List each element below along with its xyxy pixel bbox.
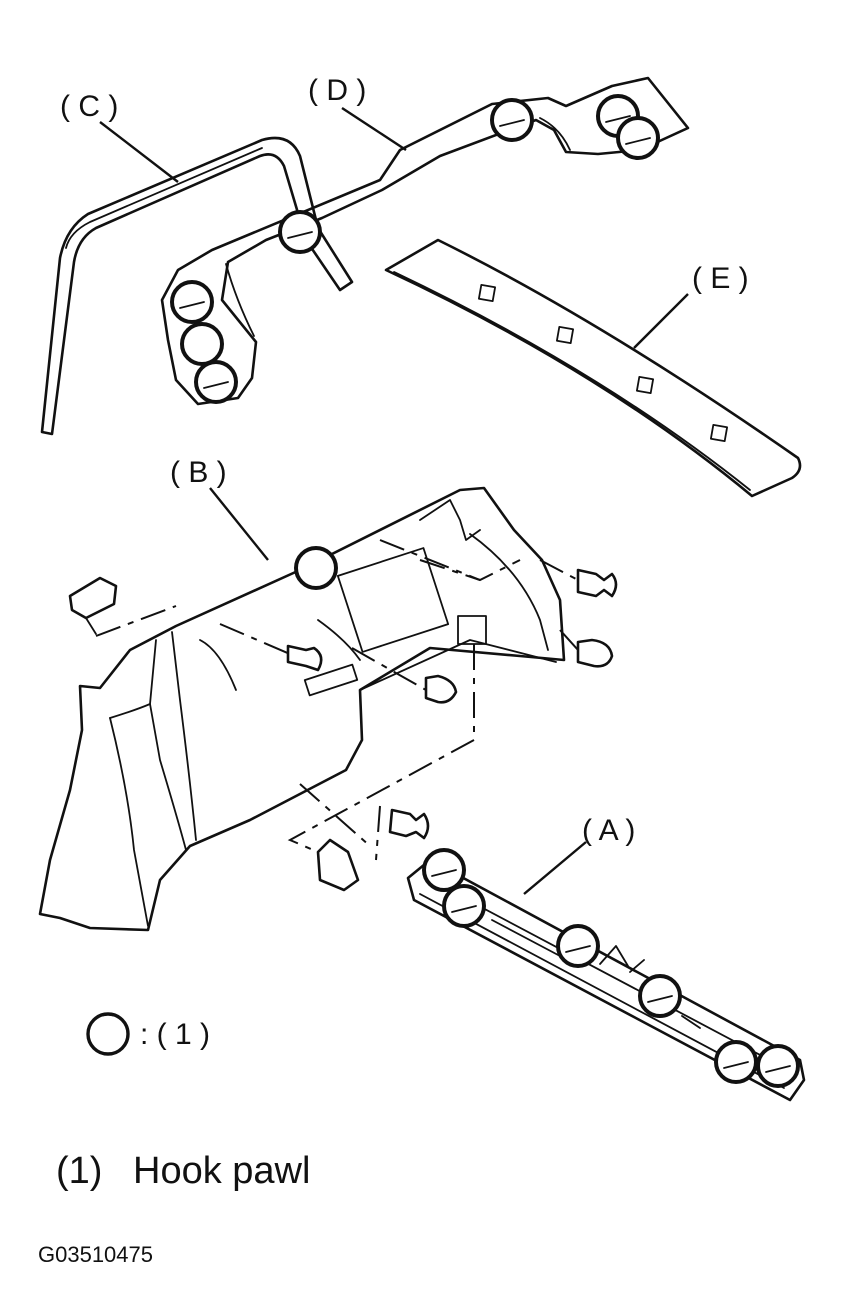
label-part-e: ( E )	[692, 262, 749, 295]
part-d-upper-trim	[160, 76, 690, 406]
clip-bottom	[316, 838, 360, 892]
label-part-d: ( D )	[308, 74, 366, 107]
hook-pawl-icon	[294, 546, 338, 590]
hook-pawl-icon	[556, 924, 600, 968]
label-part-b: ( B )	[170, 456, 227, 489]
hook-pawl-markers	[170, 94, 800, 1088]
legend-hook-pawl-icon	[86, 1012, 130, 1056]
hook-pawl-icon	[714, 1040, 758, 1084]
figure-id: G03510475	[38, 1242, 153, 1267]
screw-4	[424, 674, 458, 704]
hook-pawl-icon	[170, 280, 214, 324]
label-part-c: ( C )	[60, 90, 118, 123]
hook-pawl-icon	[490, 98, 534, 142]
screw-5	[388, 808, 430, 840]
label-part-a: ( A )	[582, 814, 635, 847]
hook-pawl-icon	[194, 360, 238, 404]
hook-pawl-icon	[442, 884, 486, 928]
hook-pawl-icon	[422, 848, 466, 892]
part-e-roof-rail	[384, 238, 802, 498]
legend-label: : ( 1 )	[140, 1018, 210, 1051]
install-lines	[95, 539, 579, 861]
screw-1	[576, 568, 618, 598]
clip-left	[68, 576, 118, 635]
hook-pawl-icon	[180, 322, 224, 366]
hook-pawl-icon	[638, 974, 682, 1018]
caption-text: Hook pawl	[133, 1150, 311, 1192]
hook-pawl-icon	[278, 210, 322, 254]
leader-lines	[99, 106, 689, 895]
screw-2	[576, 638, 614, 668]
legend: : ( 1 )	[86, 1012, 210, 1056]
screw-3	[286, 644, 323, 672]
hook-pawl-icon	[756, 1044, 800, 1088]
part-c-trim-strip	[40, 136, 354, 436]
caption-number: (1)	[56, 1150, 103, 1192]
hook-pawl-icon	[616, 116, 660, 160]
